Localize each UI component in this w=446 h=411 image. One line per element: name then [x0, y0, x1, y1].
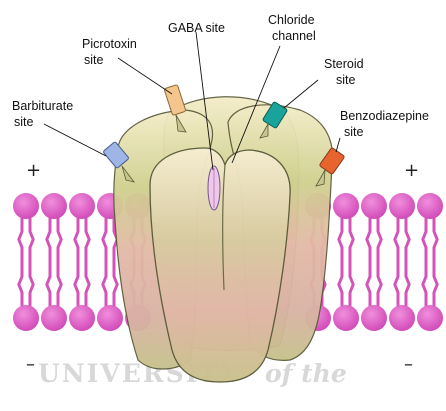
label-barbiturate-site-line1: Barbiturate — [12, 99, 73, 113]
lipid-tail-lower — [75, 262, 89, 307]
label-gaba-site: GABA site — [168, 21, 225, 35]
lipid-tail-upper — [367, 217, 381, 262]
lipid-head-lower — [333, 305, 359, 331]
lipid-tail-lower — [19, 262, 33, 307]
positive-sign-right: + — [404, 160, 419, 181]
lipid-head-upper — [361, 193, 387, 219]
label-chloride-channel-line1: Chloride — [268, 13, 315, 27]
lipid-tail-lower — [395, 262, 409, 307]
label-picrotoxin-site-line1: Picrotoxin — [82, 37, 137, 51]
label-barbiturate-site-line2: site — [14, 115, 34, 129]
lipid-head-upper — [389, 193, 415, 219]
lipid-head-upper — [13, 193, 39, 219]
lipid-tail-upper — [47, 217, 61, 262]
lipid-head-lower — [13, 305, 39, 331]
lipid-tail-upper — [19, 217, 33, 262]
label-benzodiazepine-site-line2: site — [344, 125, 364, 139]
positive-sign-left: + — [26, 160, 41, 181]
lipid-tail-upper — [339, 217, 353, 262]
negative-sign-right: – — [404, 354, 413, 375]
lipid-head-lower — [97, 305, 123, 331]
lipid-head-upper — [417, 193, 443, 219]
lipid-tail-lower — [103, 262, 117, 307]
lipid-tail-upper — [75, 217, 89, 262]
lipid-head-upper — [69, 193, 95, 219]
lipid-head-upper — [41, 193, 67, 219]
lipid-tail-lower — [367, 262, 381, 307]
lipid-head-lower — [41, 305, 67, 331]
label-picrotoxin-site-line2: site — [84, 53, 104, 67]
lipid-tail-lower — [423, 262, 437, 307]
negative-sign-left: – — [26, 354, 35, 375]
lipid-head-lower — [389, 305, 415, 331]
label-steroid-site-line1: Steroid — [324, 57, 364, 71]
lipid-tail-upper — [423, 217, 437, 262]
lipid-tail-upper — [395, 217, 409, 262]
label-chloride-channel-line2: channel — [272, 29, 316, 43]
gaba-a-receptor — [114, 97, 333, 382]
lipid-head-lower — [361, 305, 387, 331]
label-steroid-site-line2: site — [336, 73, 356, 87]
label-benzodiazepine-site-line1: Benzodiazepine — [340, 109, 429, 123]
lipid-head-upper — [333, 193, 359, 219]
watermark-suffix: of the — [265, 359, 347, 388]
lipid-tail-lower — [47, 262, 61, 307]
lipid-tail-lower — [339, 262, 353, 307]
lipid-head-lower — [417, 305, 443, 331]
lipid-head-lower — [69, 305, 95, 331]
